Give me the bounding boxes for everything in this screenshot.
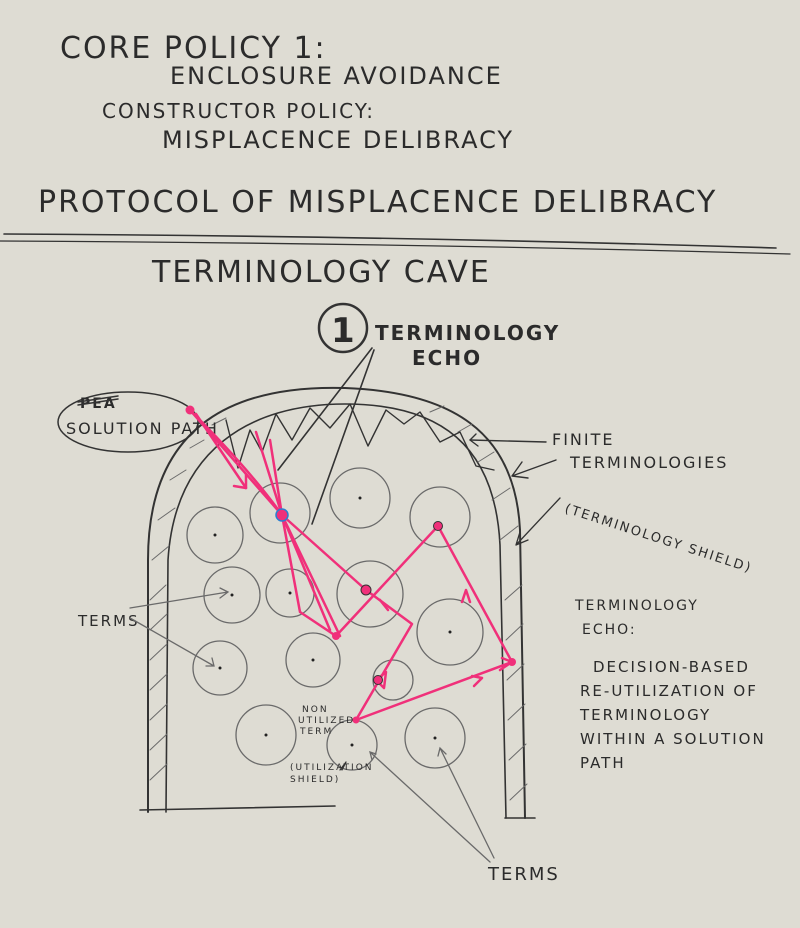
- term-circle: [203, 566, 261, 624]
- term-circle: [235, 704, 297, 766]
- terminology-shield-label: (TERMINOLOGY SHIELD): [563, 502, 754, 577]
- definition-title-line2: ECHO:: [582, 622, 637, 638]
- echo-label: ECHO: [412, 346, 482, 370]
- circled-number-marker: [317, 302, 369, 354]
- finite-arrow: [469, 439, 547, 443]
- term-circle: [285, 632, 341, 688]
- terms-bottom-label: TERMS: [487, 864, 560, 885]
- core-policy-title: CORE POLICY 1:: [60, 31, 327, 66]
- finite-arrowhead: [469, 433, 479, 447]
- marker-number: 1: [331, 311, 357, 351]
- terms-bottom-arrow-1: [369, 751, 491, 863]
- term-circle: [336, 560, 404, 628]
- term-circle: [409, 486, 471, 548]
- terminology-echo-label: TERMINOLOGY: [375, 321, 560, 345]
- terms-arrow-2: [129, 617, 215, 667]
- definition-line-4: WITHIN A SOLUTION: [580, 730, 766, 748]
- terminology-cave-title: TERMINOLOGY CAVE: [151, 255, 491, 290]
- echo-arrow-1: [277, 347, 373, 471]
- definition-line-2: RE-UTILIZATION OF: [580, 682, 758, 700]
- term-dots: [213, 496, 452, 747]
- term-circle: [192, 640, 248, 696]
- utilization-shield-label-1: (UTILIZATION: [290, 763, 374, 773]
- utilized-label: UTILIZED: [298, 716, 355, 726]
- definition-line-5: PATH: [580, 754, 626, 772]
- term-circle: [329, 467, 391, 529]
- strike-through-mark: [77, 395, 119, 406]
- definition-line-1: DECISION-BASED: [593, 658, 750, 676]
- term-circle: [404, 707, 466, 769]
- path-nodes: [275, 508, 443, 685]
- finite-arrow-2: [511, 459, 557, 479]
- solution-path-oval: [57, 391, 199, 453]
- term-circle: [249, 482, 311, 544]
- terms-bottom-arrow-2: [437, 746, 495, 859]
- divider-line-2: [0, 240, 791, 255]
- protocol-title: PROTOCOL OF MISPLACENCE DELIBRACY: [38, 185, 717, 220]
- enclosure-avoidance-text: ENCLOSURE AVOIDANCE: [170, 62, 503, 90]
- term-circle: [326, 719, 378, 771]
- ground-line-left: [139, 805, 336, 811]
- echo-arrow-2: [311, 349, 375, 525]
- finite-label: FINITE: [552, 430, 615, 449]
- term-circle: [186, 506, 244, 564]
- constructor-policy-title: CONSTRUCTOR POLICY:: [102, 99, 375, 123]
- term-circle: [416, 598, 484, 666]
- utilization-shield-label-2: SHIELD): [290, 775, 340, 785]
- terms-arrow-1: [129, 587, 230, 609]
- definition-line-3: TERMINOLOGY: [579, 706, 711, 724]
- utilization-arrow: [339, 761, 347, 771]
- cave-outline: [147, 386, 528, 819]
- misplacence-delibracy-text: MISPLACENCE DELIBRACY: [162, 126, 514, 154]
- terms-left-label: TERMS: [77, 612, 140, 630]
- definition-title-line1: TERMINOLOGY: [574, 598, 699, 614]
- divider-line-1: [3, 233, 777, 249]
- solution-path-label: SOLUTION PATH: [66, 419, 219, 438]
- solution-path: [185, 405, 516, 724]
- terminologies-label: TERMINOLOGIES: [569, 453, 728, 472]
- term-label: TERM: [299, 727, 333, 737]
- non-label: NON: [302, 705, 329, 715]
- shield-arrow: [515, 497, 561, 546]
